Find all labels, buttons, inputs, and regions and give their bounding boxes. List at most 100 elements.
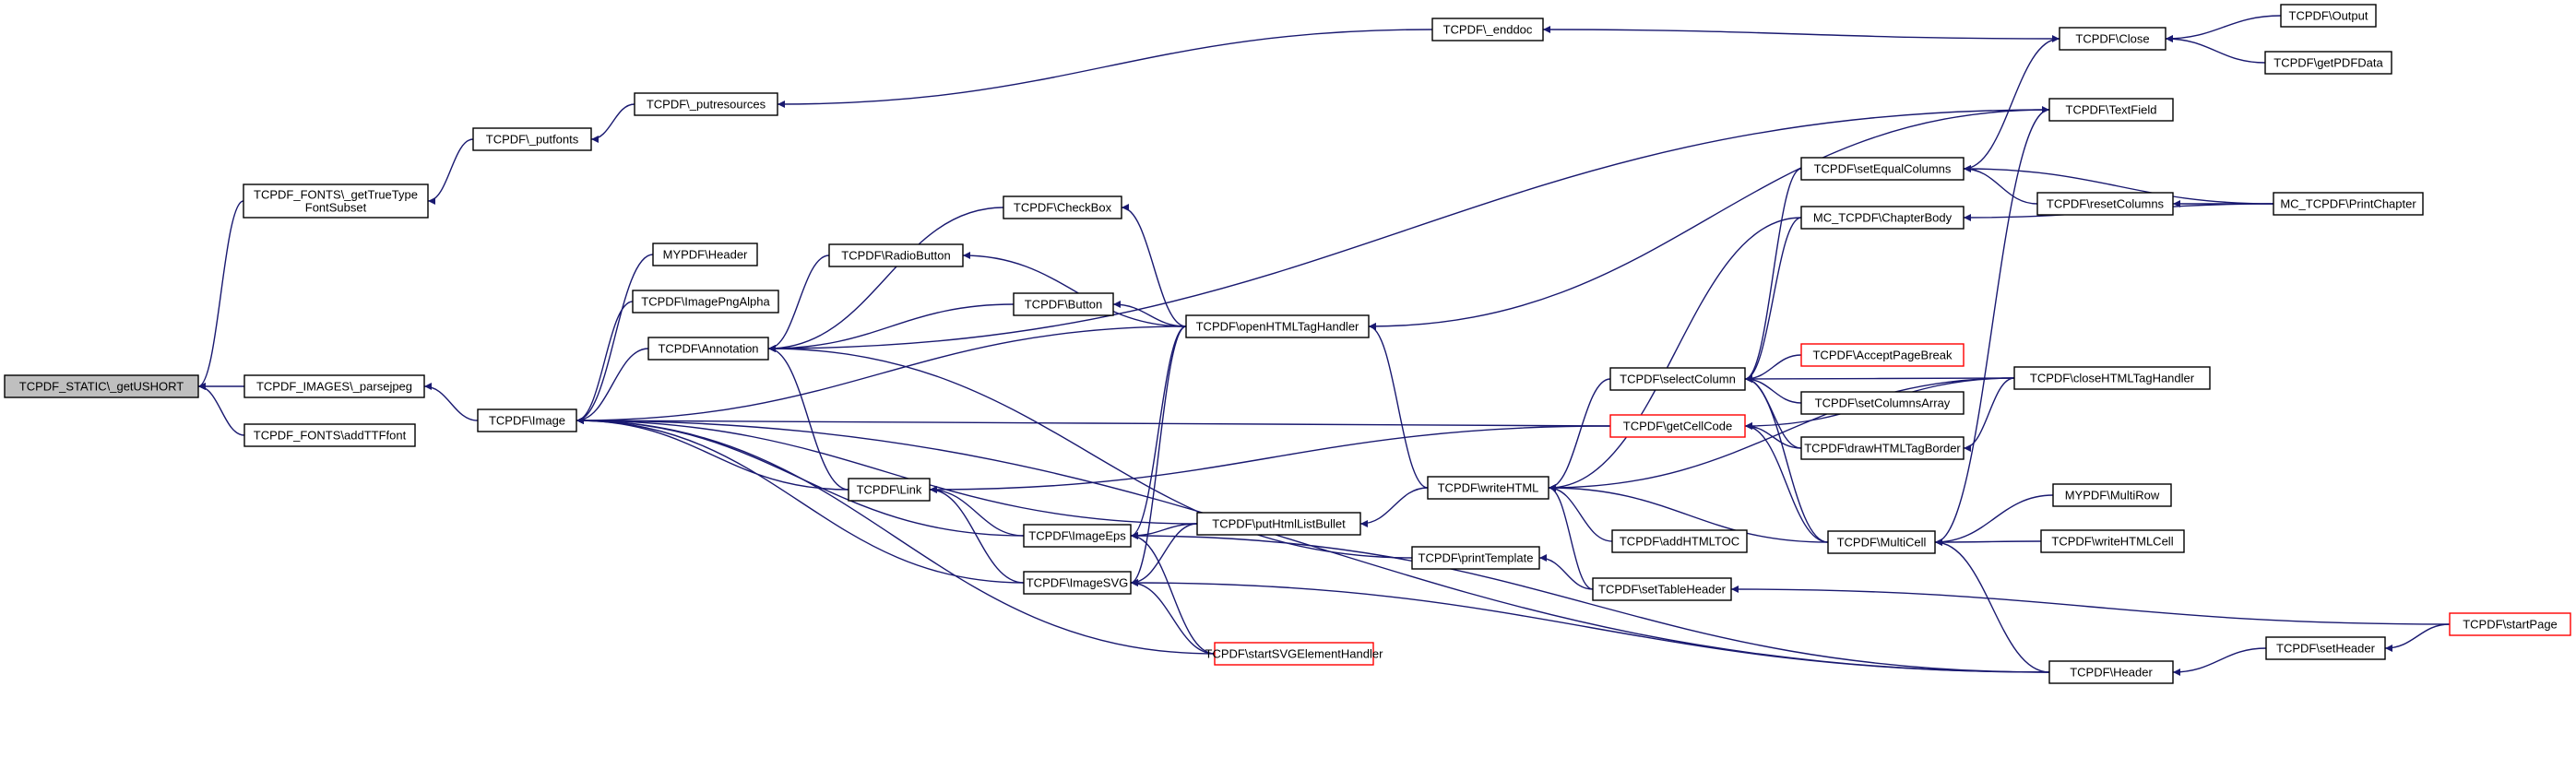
node-label: TCPDF\setTableHeader (1598, 583, 1727, 597)
node-imagesvg[interactable]: TCPDF\ImageSVG (1023, 571, 1132, 595)
node-box (1196, 512, 1361, 536)
edge-putresources-to-putfonts (590, 103, 635, 143)
edge-textfield-to-annotation (767, 109, 2050, 352)
edge-mcchapterbody-to-writehtml (1548, 217, 1802, 491)
node-writehtml[interactable]: TCPDF\writeHTML (1427, 476, 1549, 500)
node-mcprintchapter[interactable]: MC_TCPDF\PrintChapter (2273, 192, 2424, 216)
edge-image-to-parsejpeg (423, 383, 479, 421)
node-drawhtmltagborder[interactable]: TCPDF\drawHTMLTagBorder (1800, 436, 1965, 460)
edge-output-to-close (2165, 15, 2282, 42)
node-openhtml[interactable]: TCPDF\openHTMLTagHandler (1185, 314, 1370, 338)
node-annotation[interactable]: TCPDF\Annotation (647, 337, 769, 361)
node-box (1592, 577, 1732, 601)
edge-imagesvg-to-image (576, 417, 1025, 584)
edge-puthtmllist-to-imagesvg (1130, 523, 1198, 586)
node-putfonts[interactable]: TCPDF\_putfonts (472, 127, 592, 151)
node-startpage[interactable]: TCPDF\startPage (2449, 612, 2571, 636)
node-label: TCPDF\RadioButton (841, 249, 951, 263)
node-imageeps[interactable]: TCPDF\ImageEps (1023, 524, 1132, 548)
node-label: TCPDF\Header (2070, 666, 2153, 680)
edge-startpage-to-settableheader (1730, 586, 2451, 625)
edge-link-to-image (576, 417, 849, 491)
node-checkbox[interactable]: TCPDF\CheckBox (1003, 195, 1122, 219)
node-button[interactable]: TCPDF\Button (1013, 292, 1114, 316)
node-label: TCPDF\getPDFData (2273, 56, 2383, 70)
node-label: TCPDF\_putresources (647, 98, 766, 112)
node-addttf[interactable]: TCPDF_FONTS\addTTFfont (243, 423, 416, 447)
node-label: MYPDF\MultiRow (2065, 489, 2160, 503)
node-getushort[interactable]: TCPDF_STATIC\_getUSHORT (4, 374, 199, 398)
node-label: TCPDF\Close (2075, 32, 2149, 46)
node-label: TCPDF\startSVGElementHandler (1205, 647, 1384, 661)
node-myheader[interactable]: MYPDF\Header (652, 243, 758, 266)
edge-setheader-to-header (2172, 647, 2267, 676)
node-label: TCPDF\setHeader (2276, 642, 2376, 656)
node-label: TCPDF\drawHTMLTagBorder (1804, 442, 1961, 456)
node-image[interactable]: TCPDF\Image (477, 408, 577, 432)
edge-resetcolumns-to-setequalcolumns (1963, 165, 2038, 205)
node-settableheader[interactable]: TCPDF\setTableHeader (1592, 577, 1732, 601)
node-box (2040, 529, 2185, 553)
node-box (2280, 4, 2377, 28)
edge-openhtml-to-radiobutton (962, 252, 1187, 327)
node-setequalcolumns[interactable]: TCPDF\setEqualColumns (1800, 157, 1965, 181)
edge-multicell-to-textfield (1934, 106, 2050, 543)
node-box (1023, 524, 1132, 548)
node-getpdfdata[interactable]: TCPDF\getPDFData (2264, 51, 2392, 75)
node-putresources[interactable]: TCPDF\_putresources (634, 92, 778, 116)
node-mymultirow[interactable]: MYPDF\MultiRow (2052, 483, 2172, 507)
edge-closehtml-to-writehtml (1548, 377, 2015, 491)
edge-header-to-imageeps (1130, 532, 2050, 673)
edge-header-to-multicell (1934, 538, 2050, 673)
node-selectcolumn[interactable]: TCPDF\selectColumn (1609, 367, 1746, 391)
node-output[interactable]: TCPDF\Output (2280, 4, 2377, 28)
edge-getpdfdata-to-close (2165, 35, 2266, 64)
node-imagepngalpha[interactable]: TCPDF\ImagePngAlpha (632, 290, 779, 314)
node-label: TCPDF\selectColumn (1620, 373, 1736, 386)
node-label: TCPDF\Output (2289, 9, 2368, 23)
node-box (2059, 27, 2166, 51)
node-getcellcode[interactable]: TCPDF\getCellCode (1609, 414, 1746, 438)
node-link[interactable]: TCPDF\Link (848, 478, 931, 502)
node-enddoc[interactable]: TCPDF\_enddoc (1431, 18, 1544, 41)
node-radiobutton[interactable]: TCPDF\RadioButton (828, 243, 964, 267)
node-close[interactable]: TCPDF\Close (2059, 27, 2166, 51)
edge-header-to-imagesvg (1130, 579, 2050, 673)
node-box (1214, 642, 1374, 666)
node-setheader[interactable]: TCPDF\setHeader (2265, 636, 2386, 660)
node-header[interactable]: TCPDF\Header (2048, 660, 2174, 684)
node-label: FontSubset (305, 201, 367, 215)
node-box (2048, 660, 2174, 684)
node-textfield[interactable]: TCPDF\TextField (2048, 98, 2174, 122)
edge-setequalcolumns-to-selectcolumn (1744, 168, 1802, 383)
node-printtemplate[interactable]: TCPDF\printTemplate (1411, 546, 1540, 570)
node-setcolumnsarray[interactable]: TCPDF\setColumnsArray (1800, 391, 1965, 415)
node-puthtmllist[interactable]: TCPDF\putHtmlListBullet (1196, 512, 1361, 536)
node-label: TCPDF\putHtmlListBullet (1212, 517, 1346, 531)
node-parsejpeg[interactable]: TCPDF_IMAGES\_parsejpeg (243, 374, 425, 398)
node-addhtmltoc[interactable]: TCPDF\addHTMLTOC (1611, 529, 1748, 553)
node-box (652, 243, 758, 266)
node-mcchapterbody[interactable]: MC_TCPDF\ChapterBody (1800, 206, 1965, 230)
node-startsvg[interactable]: TCPDF\startSVGElementHandler (1205, 642, 1384, 666)
node-label: TCPDF\CheckBox (1014, 201, 1112, 215)
edge-settableheader-to-writehtml (1548, 484, 1594, 590)
node-layer: TCPDF_STATIC\_getUSHORT TCPDF_IMAGES\_par… (4, 4, 2571, 684)
edge-startsvg-to-imagesvg (1130, 579, 1216, 655)
node-label: TCPDF\startPage (2463, 618, 2558, 632)
node-acceptpagebreak[interactable]: TCPDF\AcceptPageBreak (1800, 343, 1965, 367)
node-box (243, 423, 416, 447)
edge-imagepngalpha-to-image (576, 301, 634, 424)
node-box (2052, 483, 2172, 507)
node-label: TCPDF\Image (489, 414, 565, 428)
node-resetcolumns[interactable]: TCPDF\resetColumns (2036, 192, 2174, 216)
node-multicell[interactable]: TCPDF\MultiCell (1827, 530, 1936, 554)
node-closehtml[interactable]: TCPDF\closeHTMLTagHandler (2013, 366, 2211, 390)
node-writehtmlcell[interactable]: TCPDF\writeHTMLCell (2040, 529, 2185, 553)
edge-openhtml-to-image (576, 325, 1187, 424)
node-label: TCPDF_STATIC\_getUSHORT (19, 380, 184, 394)
node-box (828, 243, 964, 267)
edge-enddoc-to-putresources (777, 29, 1433, 108)
